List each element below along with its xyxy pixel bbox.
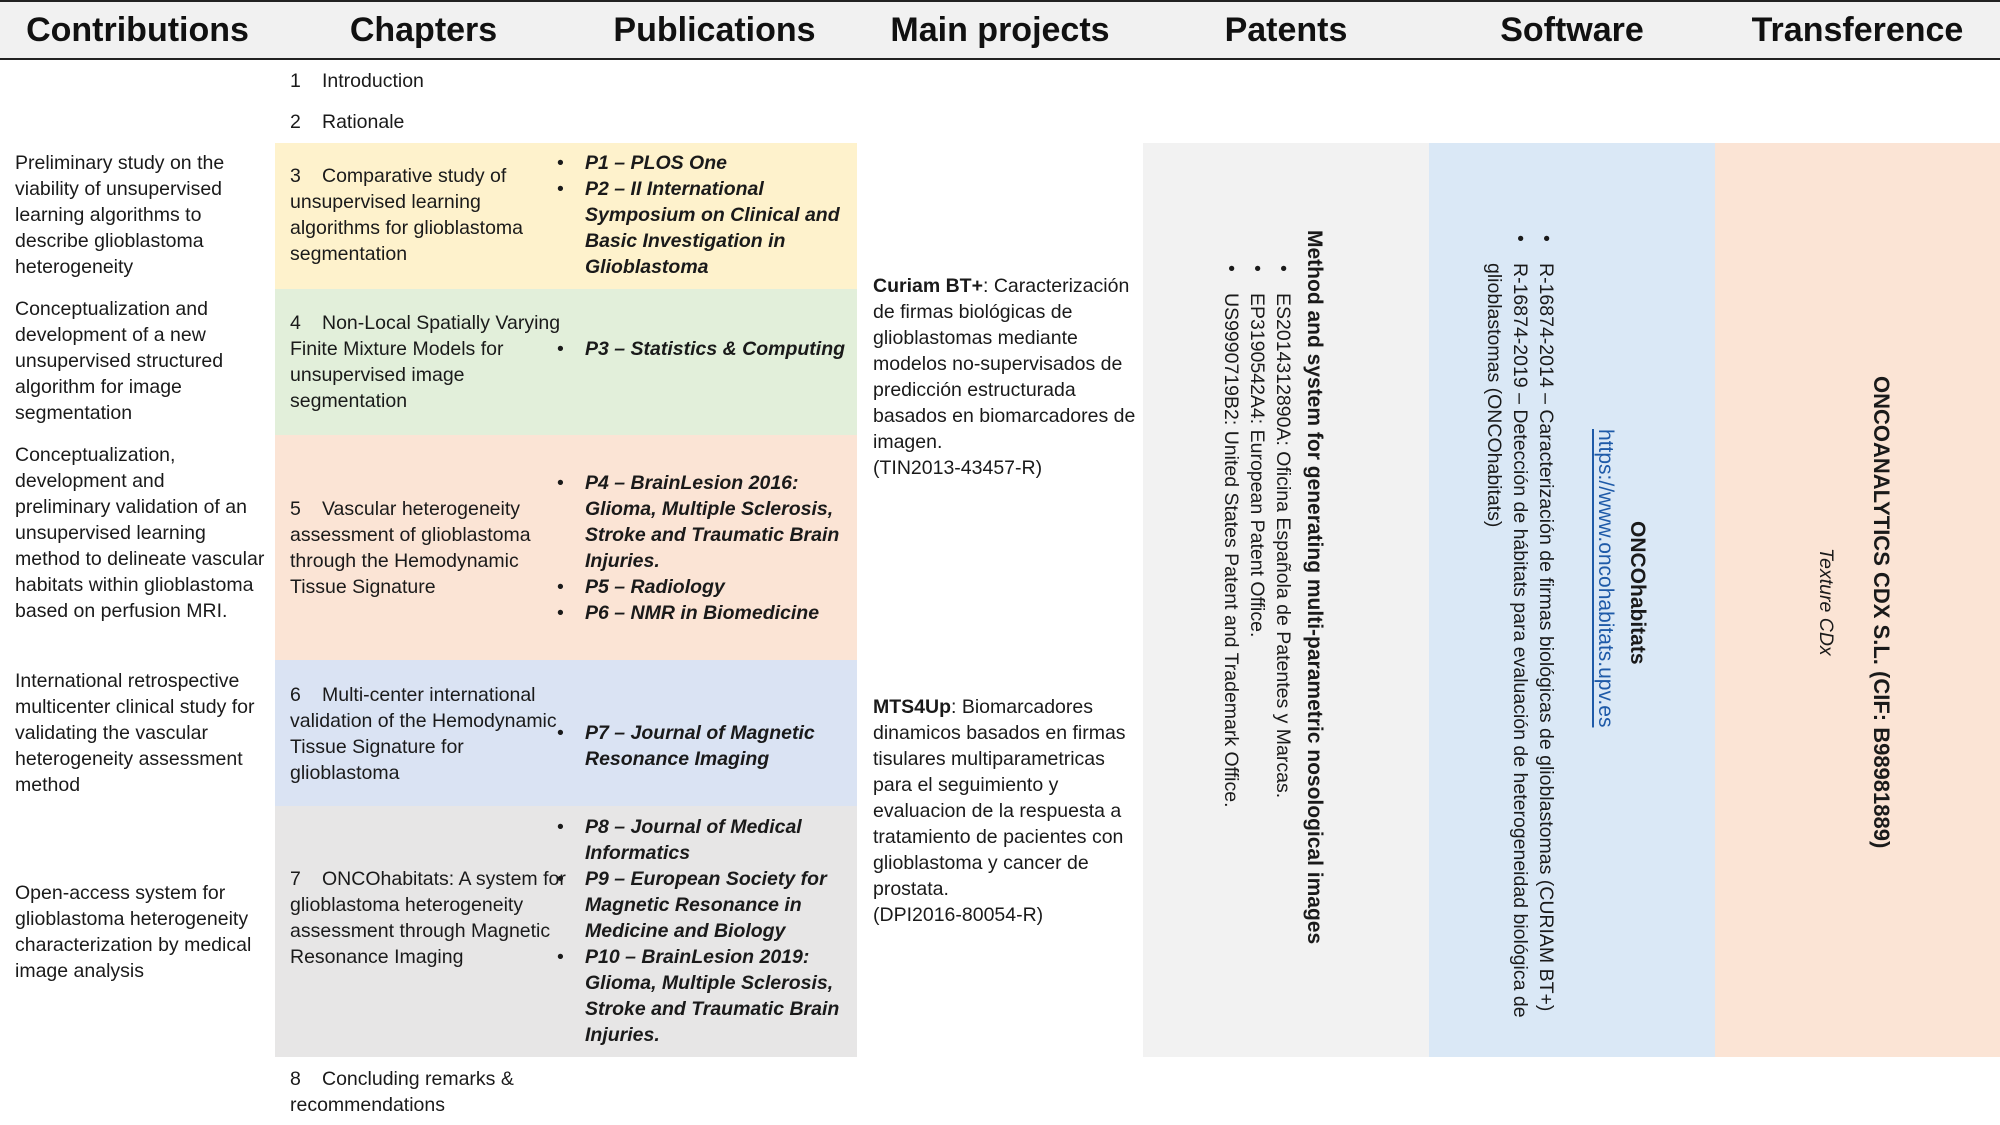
contribution-chapter-6: International retrospective multicenter … xyxy=(15,670,255,796)
contribution-chapter-5: Conceptualization, development and preli… xyxy=(15,444,265,622)
project-code: (TIN2013-43457-R) xyxy=(873,457,1043,479)
software-title: ONCOhabitats xyxy=(1626,521,1649,665)
contribution-chapter-7: Open-access system for glioblastoma hete… xyxy=(15,882,252,982)
publications-chapter-7: P8 – Journal of Medical Informatics P9 –… xyxy=(557,814,850,1048)
software-registration-2019-line2: glioblastomas (ONCOhabitats) xyxy=(1483,263,1505,528)
chapter-number: 4 xyxy=(290,312,301,334)
patent-title: Method and system for generating multi-p… xyxy=(1303,230,1326,945)
contribution-chapter-3: Preliminary study on the viability of un… xyxy=(15,152,225,278)
header-publications: Publications xyxy=(613,10,816,49)
chapter-title: Multi-center international validation of… xyxy=(290,684,557,784)
publication-p5: P5 – Radiology xyxy=(557,574,850,600)
publications-chapter-3: P1 – PLOS One P2 – II International Symp… xyxy=(557,150,850,280)
software-registration-2019: R-16874-2019 – Detección de hábitats par… xyxy=(1481,235,1533,1018)
project-description: : Caracterización de firmas biológicas d… xyxy=(873,275,1136,453)
publication-p8: P8 – Journal of Medical Informatics xyxy=(557,814,850,866)
transference-cell: ONCOANALYTICS CDX S.L. (CIF: B98981889) … xyxy=(1715,143,2000,1057)
publication-p7: P7 – Journal of Magnetic Resonance Imagi… xyxy=(557,720,850,772)
header-patents: Patents xyxy=(1224,10,1348,49)
chapter-1: 1 Introduction xyxy=(290,68,690,94)
publication-p1: P1 – PLOS One xyxy=(557,150,850,176)
company-name: ONCOANALYTICS CDX S.L. (CIF: B98981889) xyxy=(1869,376,1894,849)
header-contributions: Contributions xyxy=(26,10,249,49)
software-registrations: R-16874-2014 – Caracterización de firmas… xyxy=(1481,235,1559,1018)
project-code: (DPI2016-80054-R) xyxy=(873,904,1044,926)
patents-cell: Method and system for generating multi-p… xyxy=(1143,143,1429,1057)
chapter-title: ONCOhabitats: A system for glioblastoma … xyxy=(290,868,566,968)
header-top-rule xyxy=(0,0,2000,2)
project-name: Curiam BT+ xyxy=(873,275,983,297)
patent-item-ep: EP3190542A4: European Patent Office. xyxy=(1244,265,1270,808)
company-brand: Texture CDx xyxy=(1815,548,1837,656)
patent-item-es: ES2014312890A: Oficina Española de Paten… xyxy=(1270,265,1296,808)
patent-item-us: US9990719B2: United States Patent and Tr… xyxy=(1218,265,1244,808)
publication-p6: P6 – NMR in Biomedicine xyxy=(557,600,850,626)
header-transference: Transference xyxy=(1751,10,1964,49)
publications-chapter-6: P7 – Journal of Magnetic Resonance Imagi… xyxy=(557,720,850,772)
publications-chapter-4: P3 – Statistics & Computing xyxy=(557,336,850,362)
software-registration-2019-line1: R-16874-2019 – Detección de hábitats par… xyxy=(1509,263,1531,1018)
chapter-title: Introduction xyxy=(322,70,424,92)
chapter-number: 2 xyxy=(290,111,301,133)
publication-p9: P9 – European Society for Magnetic Reson… xyxy=(557,866,850,944)
project-mts4up: MTS4Up: Biomarcadores dinamicos basados … xyxy=(873,694,1138,928)
chapter-title: Vascular heterogeneity assessment of gli… xyxy=(290,498,531,598)
table-header-background xyxy=(0,2,2000,58)
header-main-projects: Main projects xyxy=(890,10,1110,49)
chapter-number: 1 xyxy=(290,70,301,92)
header-software: Software xyxy=(1500,10,1644,49)
chapter-number: 7 xyxy=(290,868,301,890)
chapter-number: 5 xyxy=(290,498,301,520)
chapter-2: 2 Rationale xyxy=(290,109,690,135)
patent-list: ES2014312890A: Oficina Española de Paten… xyxy=(1218,265,1296,808)
project-name: MTS4Up xyxy=(873,696,951,718)
publication-p2: P2 – II International Symposium on Clini… xyxy=(557,176,850,280)
project-description: : Biomarcadores dinamicos basados en fir… xyxy=(873,696,1126,900)
software-cell: ONCOhabitats https://www.oncohabitats.up… xyxy=(1429,143,1715,1057)
chapter-number: 8 xyxy=(290,1068,301,1090)
publication-p4: P4 – BrainLesion 2016: Glioma, Multiple … xyxy=(557,470,850,574)
chapter-title: Concluding remarks & recommendations xyxy=(290,1068,514,1116)
publication-p3: P3 – Statistics & Computing xyxy=(557,336,850,362)
project-curiam-bt: Curiam BT+: Caracterización de firmas bi… xyxy=(873,273,1138,481)
software-link[interactable]: https://www.oncohabitats.upv.es xyxy=(1594,429,1617,728)
header-chapters: Chapters xyxy=(349,10,498,49)
contribution-chapter-4: Conceptualization and development of a n… xyxy=(15,298,224,424)
publications-chapter-5: P4 – BrainLesion 2016: Glioma, Multiple … xyxy=(557,470,850,626)
software-registration-2014: R-16874-2014 – Caracterización de firmas… xyxy=(1533,235,1559,1018)
chapter-title: Comparative study of unsupervised learni… xyxy=(290,165,524,265)
header-bottom-rule xyxy=(0,58,2000,60)
chapter-number: 6 xyxy=(290,684,301,706)
chapter-title: Rationale xyxy=(322,111,405,133)
publication-p10: P10 – BrainLesion 2019: Glioma, Multiple… xyxy=(557,944,850,1048)
chapter-number: 3 xyxy=(290,165,301,187)
chapter-title: Non-Local Spatially Varying Finite Mixtu… xyxy=(290,312,561,412)
